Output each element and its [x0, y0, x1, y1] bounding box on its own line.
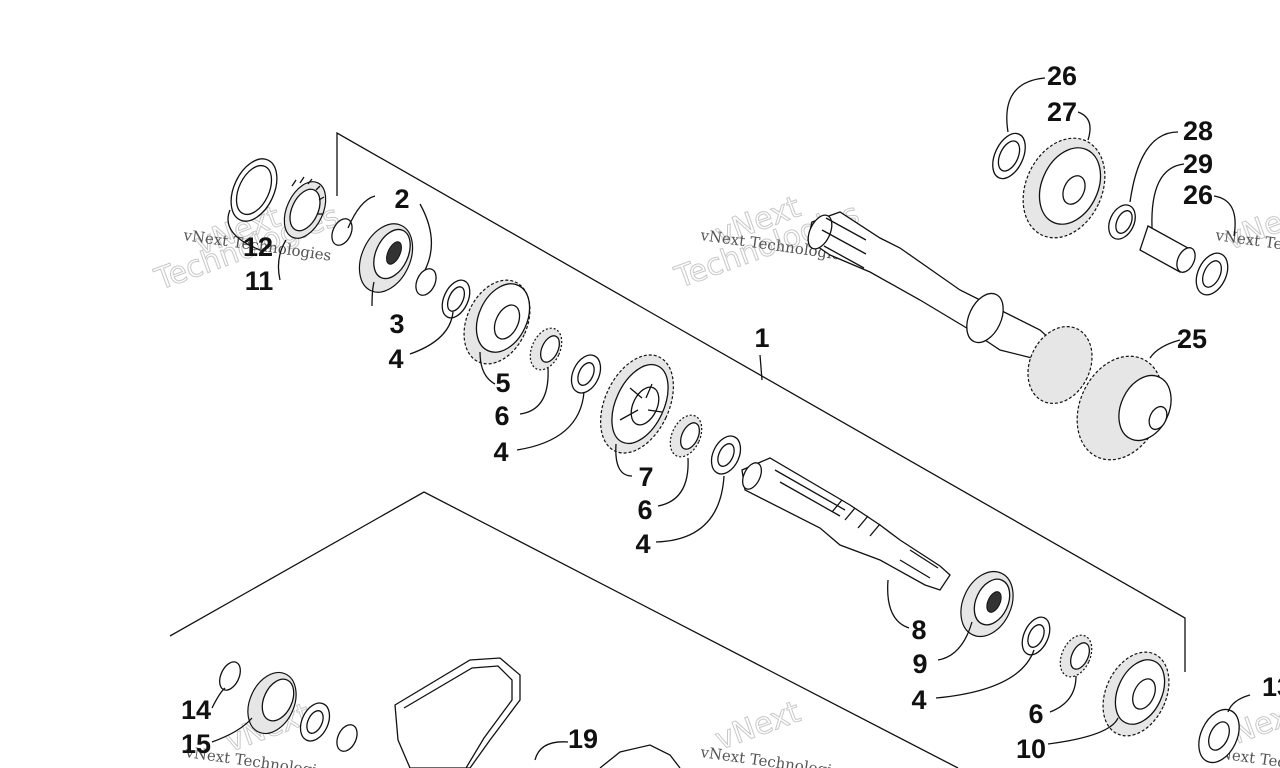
- gasket-cover: [394, 657, 521, 768]
- gear-25-cluster: [1027, 325, 1172, 461]
- hub-9: [960, 570, 1014, 638]
- label-part-3: 3: [389, 309, 404, 339]
- hub-15: [247, 671, 297, 735]
- gear-27: [1022, 137, 1106, 239]
- label-part-13: 13: [1262, 672, 1280, 702]
- label-part-8: 8: [911, 615, 926, 645]
- label-part-11: 11: [245, 266, 274, 296]
- bearing-6: [669, 414, 703, 458]
- snap-ring-2: [331, 218, 437, 296]
- label-part-6: 6: [1028, 699, 1043, 729]
- label-part-5: 5: [495, 368, 510, 398]
- gear-10: [1102, 651, 1170, 737]
- watermark-text: vNext Technologies: [698, 743, 849, 768]
- label-part-7: 7: [638, 462, 653, 492]
- bushing-28: [1108, 204, 1136, 240]
- bearing-6: [529, 327, 563, 371]
- label-part-14: 14: [181, 695, 211, 725]
- sleeve-29: [1139, 225, 1196, 273]
- label-part-4: 4: [388, 344, 403, 374]
- label-part-26: 26: [1183, 180, 1213, 210]
- gear-11: [283, 176, 327, 239]
- washer-12: [230, 158, 278, 222]
- label-part-12: 12: [243, 232, 273, 262]
- label-part-4: 4: [635, 529, 650, 559]
- label-part-15: 15: [181, 729, 211, 759]
- washer-13: [1198, 708, 1240, 764]
- label-part-4: 4: [493, 437, 508, 467]
- washer-4: [1021, 616, 1051, 656]
- label-part-26: 26: [1047, 61, 1077, 91]
- washer-4: [441, 279, 471, 319]
- washer-lower: [299, 702, 358, 752]
- label-part-2: 2: [394, 184, 409, 214]
- label-part-25: 25: [1177, 324, 1207, 354]
- washer-26: [1195, 252, 1229, 296]
- label-part-29: 29: [1183, 149, 1213, 179]
- label-part-4: 4: [911, 685, 926, 715]
- snap-ring-14: [219, 661, 241, 691]
- gear-5: [463, 279, 531, 365]
- main-shaft-8: [741, 457, 951, 591]
- label-part-1: 1: [754, 323, 769, 353]
- hub-3: [358, 223, 414, 293]
- washer-26: [992, 132, 1026, 180]
- label-part-9: 9: [912, 649, 927, 679]
- washer-4: [570, 354, 602, 394]
- part-labels: 1 2 3 4 5 6 4 7 6 4 8 9 4 6 10 11 12 13 …: [181, 61, 1280, 764]
- label-part-27: 27: [1047, 97, 1077, 127]
- bearing-6: [1059, 634, 1093, 678]
- gear-7: [600, 354, 674, 454]
- label-part-28: 28: [1183, 116, 1213, 146]
- shaft-25: [807, 211, 1062, 361]
- housing-19: [599, 744, 681, 768]
- label-part-10: 10: [1016, 734, 1046, 764]
- washer-4: [710, 435, 742, 475]
- label-part-19: 19: [568, 724, 598, 754]
- label-part-6: 6: [494, 401, 509, 431]
- leader-lines: [211, 77, 1251, 761]
- label-part-6: 6: [637, 495, 652, 525]
